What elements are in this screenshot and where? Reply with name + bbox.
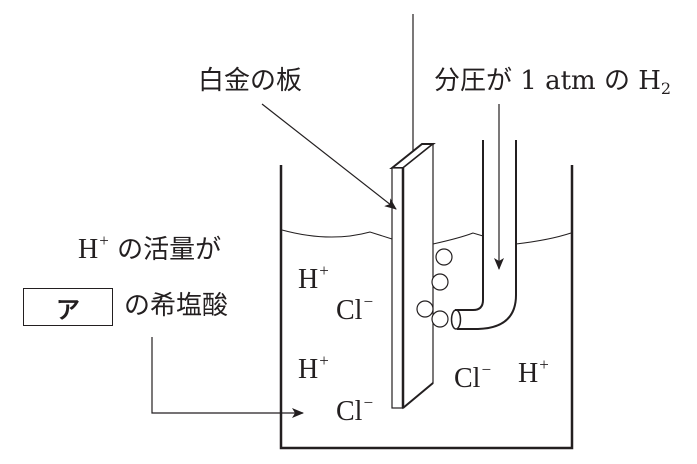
bubble (416, 300, 434, 318)
activity-label-line1: H+ の活量が (78, 231, 222, 265)
ion-cl-minus: Cl− (336, 292, 374, 326)
activity-text: の活量が (117, 235, 222, 265)
beaker (279, 165, 574, 450)
ion-cl-minus: Cl− (454, 360, 492, 394)
platinum-plate (389, 142, 436, 410)
answer-blank-label: ア (56, 295, 80, 324)
ion-h-plus: H+ (518, 355, 549, 389)
activity-label-line2: の希塩酸 (124, 291, 229, 321)
hydrogen-gas-text: 分圧が 1 atm の H (434, 66, 661, 96)
gas-tube (450, 140, 517, 330)
ion-cl-minus: Cl− (336, 393, 374, 427)
ion-h-plus: H+ (298, 261, 329, 295)
hydrogen-bubbles (416, 248, 453, 328)
hydrogen-gas-label: 分圧が 1 atm の H2 (434, 66, 671, 97)
bubble (435, 248, 453, 266)
platinum-plate-label: 白金の板 (198, 66, 303, 96)
liquid-surface (281, 229, 572, 245)
activity-ion: H+ (78, 231, 109, 265)
bubble (431, 310, 449, 328)
hydrogen-subscript: 2 (660, 79, 672, 98)
acid-pointer-arrow (151, 337, 304, 418)
answer-blank-box[interactable]: ア (23, 288, 113, 326)
ion-h-plus: H+ (298, 351, 329, 385)
bubble (431, 273, 449, 291)
plate-pointer-arrow (261, 103, 397, 210)
